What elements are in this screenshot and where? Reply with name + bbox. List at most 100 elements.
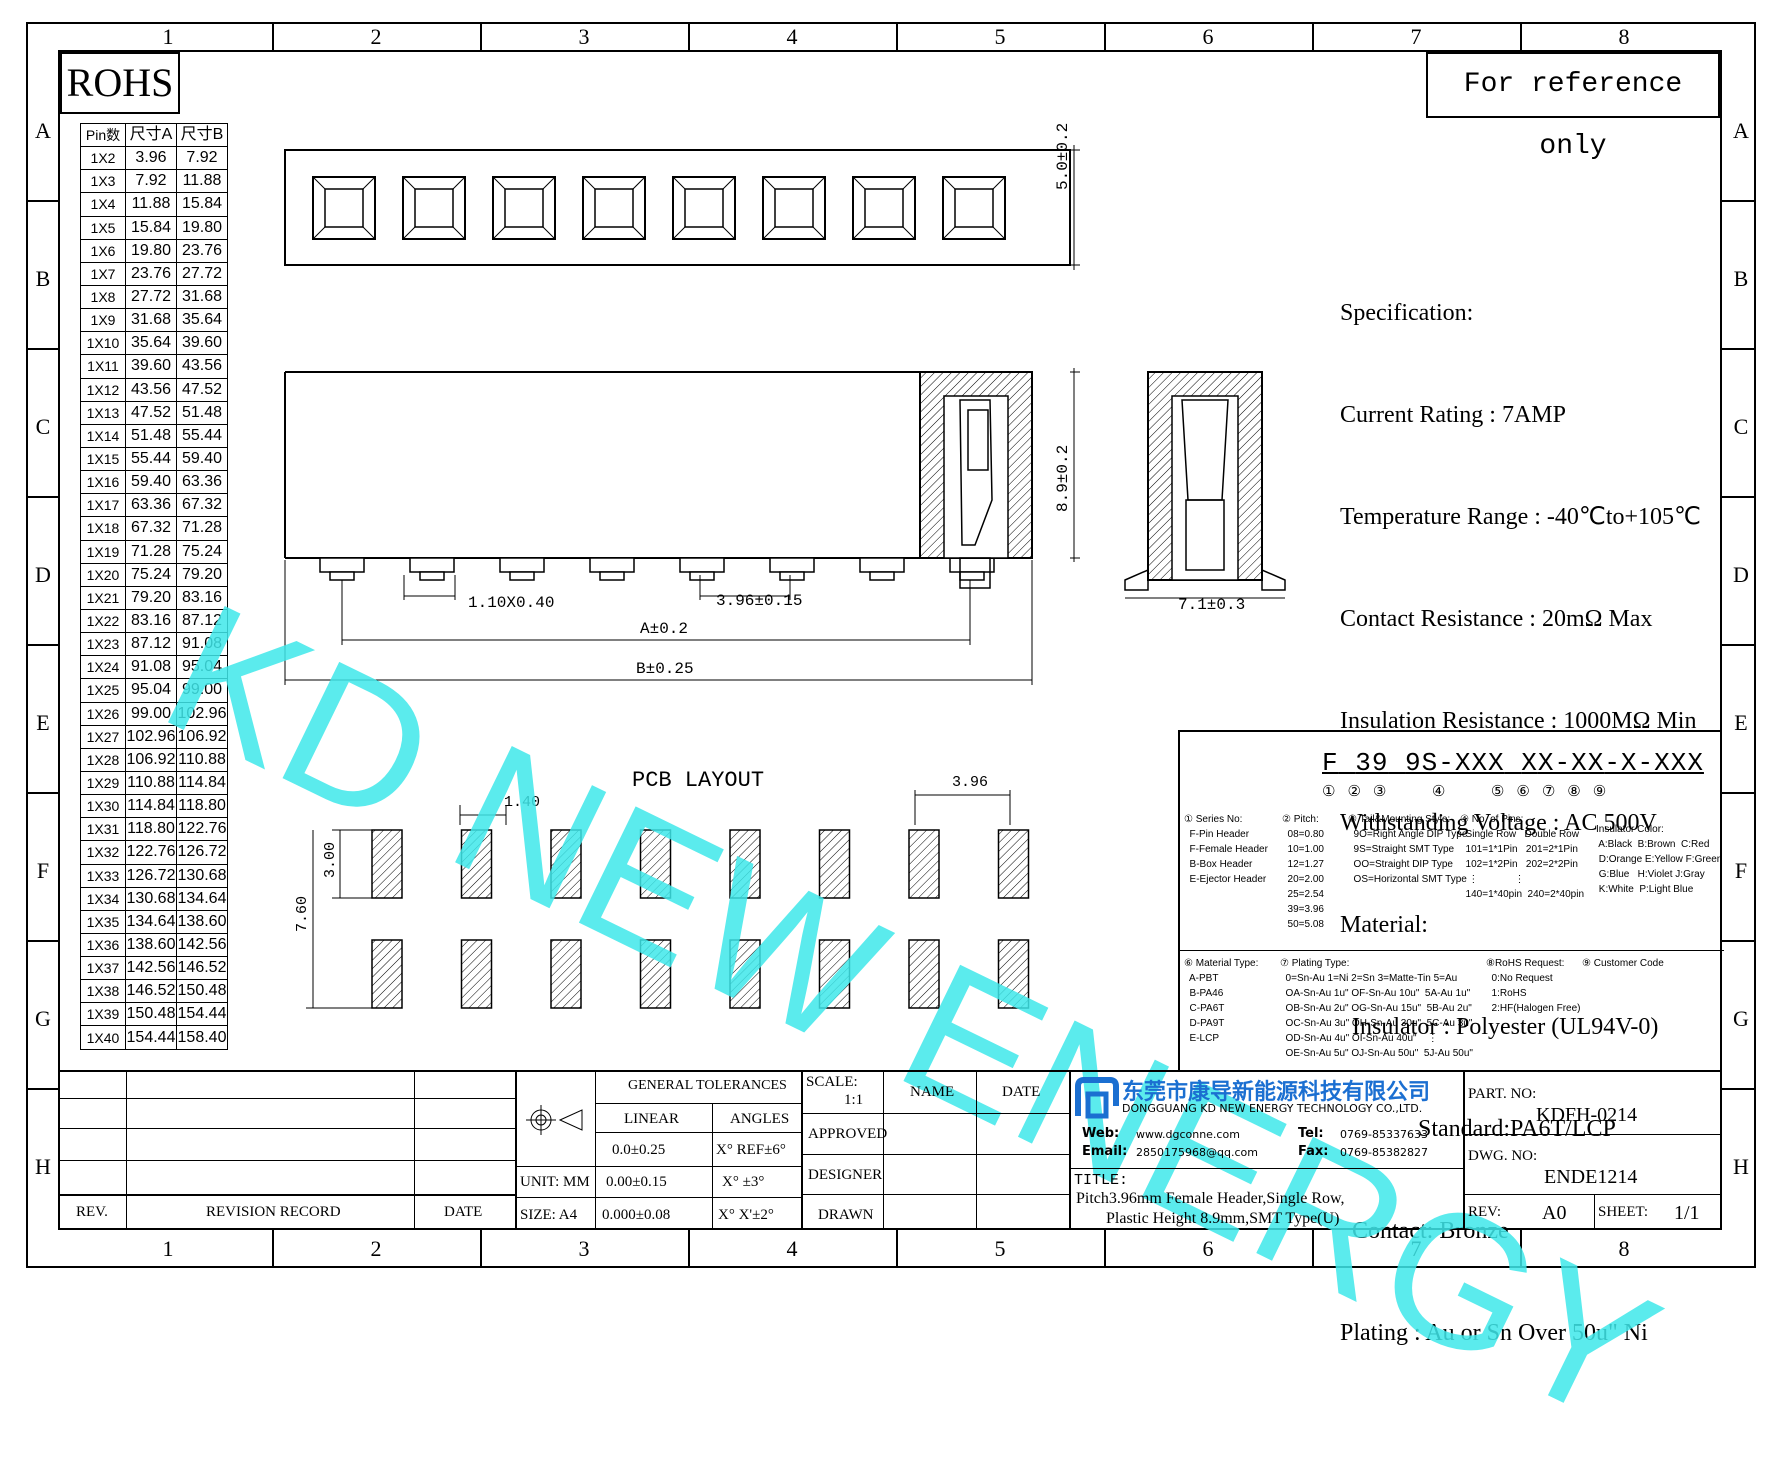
dim-b: B±0.25 (636, 660, 694, 678)
part-code-marker: ④ (1431, 782, 1458, 800)
size-b-cell: 95.04 (176, 655, 228, 680)
projection-symbol-icon (526, 1105, 583, 1135)
socket-cell-corner (452, 176, 466, 190)
zone-row-a: A (35, 118, 51, 143)
size-b-cell: 71.28 (176, 516, 228, 541)
pin-tail (779, 571, 805, 581)
size-label: SIZE: A4 (520, 1207, 578, 1223)
unit-label: UNIT: MM (520, 1174, 590, 1190)
pcb-pad-top (639, 829, 672, 899)
pin-count-cell: 1X9 (80, 308, 126, 333)
pin-table-header-pins: Pin数 (80, 122, 126, 148)
pcb-pad-top (371, 829, 403, 899)
socket-cell-corner (362, 176, 376, 190)
pcb-pad-top (729, 829, 761, 899)
dim-side-width: 7.1±0.3 (1178, 596, 1246, 614)
dwg-no-label: DWG. NO: (1468, 1148, 1538, 1164)
pin-foot (859, 557, 905, 573)
drawing-inner-frame (58, 50, 1722, 1230)
pin-tail (509, 571, 535, 581)
spec-line: Temperature Range : -40℃to+105℃ (1340, 504, 1701, 530)
part-code-markers: ①②③ ④ ⑤⑥⑦⑧⑨ (1322, 782, 1618, 800)
spec-line: Insulator : Polyester (UL94V-0) (1340, 1014, 1659, 1040)
legend-series: ① Series No: F-Pin Header F-Female Heade… (1184, 814, 1268, 885)
socket-cell-corner (362, 226, 376, 240)
zone-col-8-bottom: 8 (1618, 1236, 1630, 1261)
legend-pins: ④ No. of Pins: Single Row Double Row 101… (1460, 814, 1585, 900)
tel-value: 0769-85337633 (1340, 1128, 1428, 1141)
pin-count-cell: 1X20 (80, 562, 126, 587)
dim-pin-width: 1.10X0.40 (468, 594, 555, 612)
scale-label: SCALE: (806, 1074, 858, 1090)
size-a-cell: 23.76 (125, 261, 177, 286)
socket-cell-corner (812, 226, 826, 240)
size-a-cell: 55.44 (125, 446, 177, 472)
pin-count-cell: 1X12 (80, 377, 126, 402)
zone-col-5-bottom: 5 (994, 1236, 1006, 1261)
pin-foot (949, 557, 995, 573)
pcb-total-height: 7.60 (294, 895, 311, 932)
spec-line: Insulation Resistance : 1000MΩ Min (1340, 708, 1697, 734)
pcb-pad-bottom (818, 939, 851, 1009)
pin-count-cell: 1X27 (80, 724, 126, 749)
pcb-pad-bottom (371, 939, 403, 1009)
tolerance-linear-1: 0.0±0.25 (612, 1142, 666, 1158)
part-code-seg: -XX (1554, 748, 1605, 778)
socket-cell (582, 176, 646, 240)
socket-cell-corner (852, 176, 866, 190)
pcb-pad-top (908, 829, 940, 899)
fax-label: Fax: (1298, 1144, 1329, 1159)
size-a-cell: 99.00 (125, 701, 177, 726)
pcb-pad-width: 1.40 (504, 794, 541, 811)
title-line-2: Plastic Height 8.9mm,SMT Type(U) (1106, 1210, 1340, 1227)
spec-line: Standard:PA6T/LCP (1340, 1116, 1616, 1142)
pin-tail (419, 571, 445, 581)
size-b-cell: 31.68 (176, 284, 228, 310)
size-b-cell: 55.44 (176, 423, 228, 448)
spec-line: Specification: (1340, 300, 1474, 326)
fax-value: 0769-85382827 (1340, 1146, 1428, 1159)
zone-row-a-right: A (1733, 118, 1749, 143)
size-a-cell: 63.36 (125, 493, 177, 518)
pcb-pitch: 3.96 (952, 774, 989, 791)
zone-col-1-bottom: 1 (162, 1236, 174, 1261)
part-code-marker: ⑦ (1541, 782, 1568, 800)
pin-count-cell: 1X38 (80, 979, 126, 1004)
size-a-cell: 146.52 (125, 979, 177, 1004)
pin-foot (589, 557, 635, 573)
pin-count-cell: 1X40 (80, 1025, 126, 1050)
size-a-cell: 122.76 (125, 840, 177, 865)
size-b-cell: 114.84 (176, 770, 228, 796)
tolerance-angle-1: X° REF±6° (716, 1142, 786, 1158)
rohs-label: ROHS (60, 52, 180, 114)
size-a-cell: 47.52 (125, 400, 177, 425)
socket-cell-corner (452, 226, 466, 240)
legend-tail-mounting: ③ Tail&Mounting Style: 9O=Right Angle DI… (1348, 814, 1468, 885)
pcb-layout-title: PCB LAYOUT (632, 768, 765, 793)
pin-count-cell: 1X17 (80, 493, 126, 518)
linear-header: LINEAR (624, 1111, 679, 1127)
part-no-label: PART. NO: (1468, 1086, 1537, 1102)
socket-cell (762, 176, 826, 240)
zone-col-6: 6 (1202, 24, 1214, 49)
size-b-cell: 118.80 (176, 794, 228, 819)
size-b-cell: 102.96 (176, 701, 228, 726)
size-a-cell: 3.96 (125, 146, 177, 171)
legend-pitch: ② Pitch: 08=0.80 10=1.00 12=1.27 20=2.00… (1282, 814, 1324, 930)
email-label: Email: (1082, 1144, 1128, 1159)
size-b-cell: 59.40 (176, 446, 228, 472)
pin-foot (769, 557, 815, 573)
pcb-pad-top (550, 829, 582, 899)
reference-only-note: For reference only (1426, 52, 1720, 162)
pin-count-cell: 1X11 (80, 354, 126, 379)
date-approval-header: DATE (1002, 1084, 1041, 1100)
socket-cell-corner (402, 176, 416, 190)
